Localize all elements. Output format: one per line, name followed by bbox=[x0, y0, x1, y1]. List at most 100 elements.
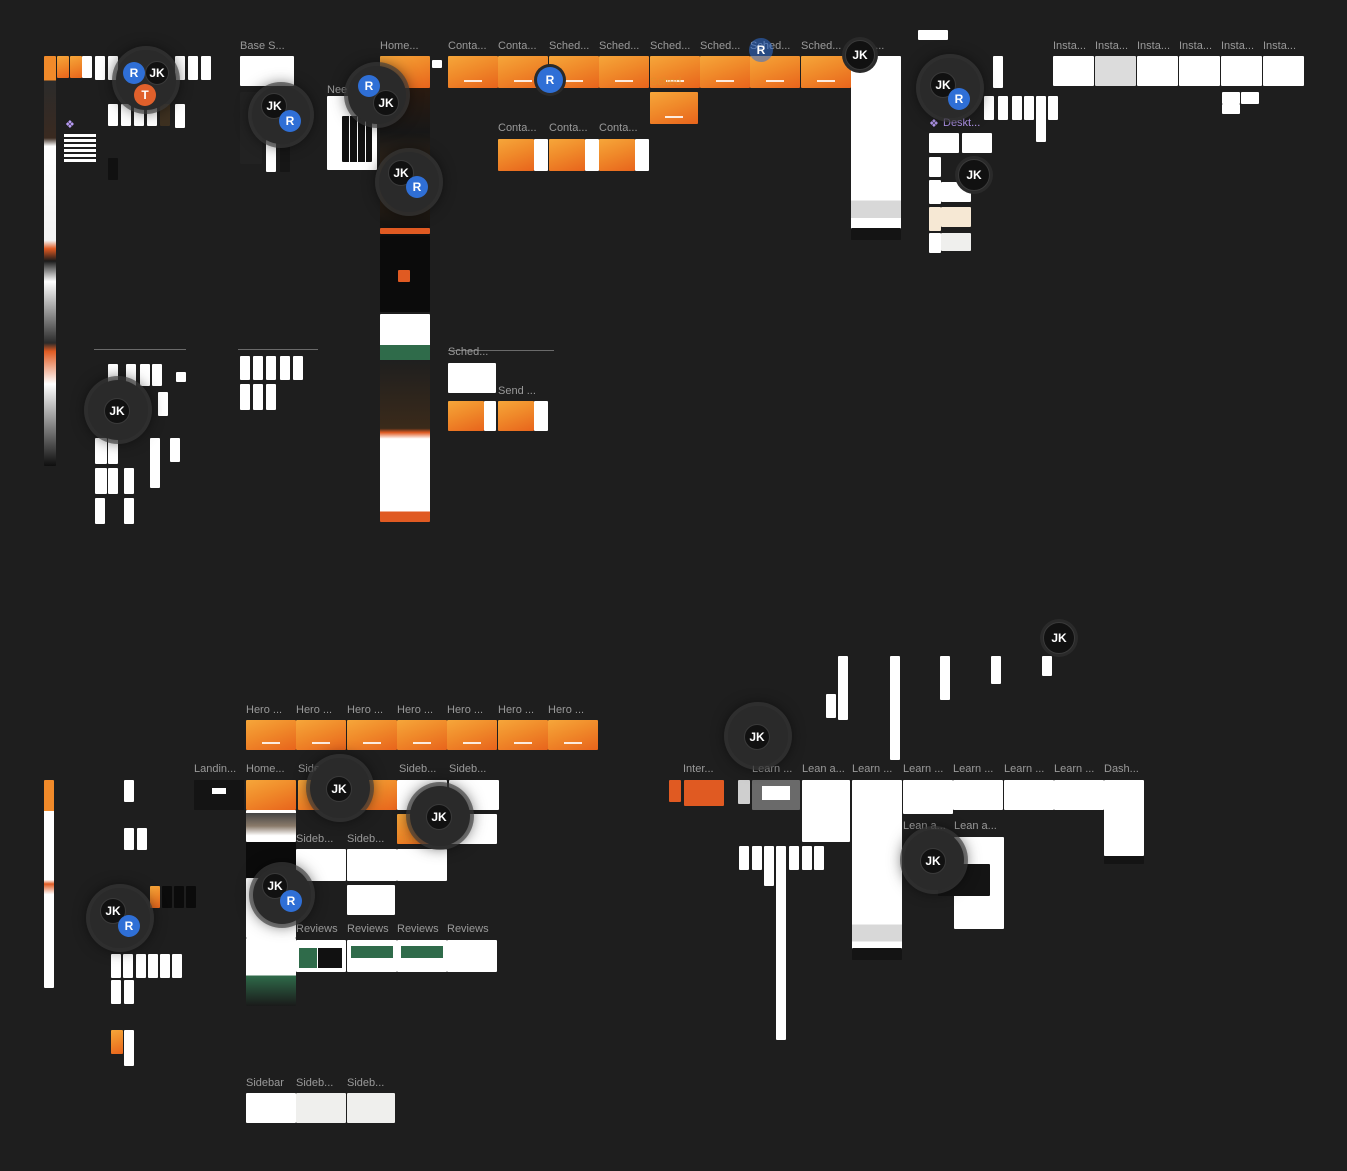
frame-mobile[interactable] bbox=[162, 886, 172, 908]
frame-label[interactable]: Conta... bbox=[448, 40, 487, 52]
frame-label[interactable]: Lean a... bbox=[802, 763, 845, 775]
frame-mobile[interactable] bbox=[95, 468, 107, 494]
frame-label[interactable]: Sched... bbox=[448, 346, 489, 358]
frame-mobile[interactable] bbox=[124, 498, 134, 524]
frame-base-style[interactable] bbox=[240, 56, 294, 86]
frame-mobile[interactable] bbox=[266, 384, 276, 410]
frame-mobile[interactable] bbox=[240, 384, 250, 410]
frame-mobile-strip[interactable] bbox=[44, 780, 54, 988]
frame-desktop[interactable] bbox=[941, 233, 971, 251]
frame-label[interactable]: Base S... bbox=[240, 40, 285, 52]
frame-label[interactable]: Sched... bbox=[549, 40, 590, 52]
frame-mobile[interactable] bbox=[160, 954, 170, 978]
frame-learn[interactable] bbox=[1054, 780, 1104, 810]
frame-label[interactable]: Inter... bbox=[683, 763, 714, 775]
frame-label[interactable]: Home... bbox=[380, 40, 419, 52]
frame-label[interactable]: Conta... bbox=[599, 122, 638, 134]
frame-thumb[interactable] bbox=[134, 104, 144, 126]
frame-mobile[interactable] bbox=[137, 828, 147, 850]
frame-home-body[interactable] bbox=[246, 810, 296, 842]
frame-label[interactable]: Reviews bbox=[296, 923, 338, 935]
frame-learn[interactable] bbox=[802, 780, 850, 842]
frame-thumb[interactable] bbox=[175, 56, 185, 80]
frame-mobile[interactable] bbox=[991, 656, 1001, 684]
frame-mobile[interactable] bbox=[124, 980, 134, 1004]
frame-hero[interactable] bbox=[447, 720, 497, 750]
frame-home-body[interactable] bbox=[246, 938, 296, 1006]
frame-desktop[interactable] bbox=[929, 233, 941, 253]
frame-label[interactable]: Learn ... bbox=[852, 763, 893, 775]
frame-label[interactable]: Sched... bbox=[650, 40, 691, 52]
frame-thumb[interactable] bbox=[108, 158, 118, 180]
frame-learn-page[interactable] bbox=[852, 780, 902, 950]
frame-reviews[interactable] bbox=[347, 940, 397, 972]
frame-instagram[interactable] bbox=[1053, 56, 1094, 86]
frame-learn[interactable] bbox=[738, 780, 750, 804]
frame-sidebar[interactable] bbox=[397, 849, 447, 881]
frame-contact[interactable] bbox=[549, 139, 585, 171]
frame-label[interactable]: Conta... bbox=[549, 122, 588, 134]
frame-footer[interactable] bbox=[851, 228, 901, 240]
frame-home-strip[interactable] bbox=[380, 228, 430, 234]
frame-contact[interactable] bbox=[534, 139, 548, 171]
frame-thumb[interactable] bbox=[1036, 96, 1046, 142]
frame-label[interactable]: Insta... bbox=[1221, 40, 1255, 52]
frame-schedule[interactable] bbox=[801, 56, 851, 88]
frame-label[interactable]: Sideb... bbox=[399, 763, 437, 775]
frame-thumb[interactable] bbox=[1012, 96, 1022, 120]
frame-thumb[interactable] bbox=[188, 56, 198, 80]
frame-label[interactable]: Learn ... bbox=[903, 763, 944, 775]
frame-mobile[interactable] bbox=[940, 656, 950, 700]
frame-learn[interactable] bbox=[1004, 780, 1054, 810]
frame-mobile[interactable] bbox=[150, 438, 160, 488]
frame-label[interactable]: Insta... bbox=[1263, 40, 1297, 52]
frame-thumb[interactable] bbox=[1024, 96, 1034, 120]
frame-label[interactable]: Dash... bbox=[1104, 763, 1139, 775]
frame-label[interactable]: Learn ... bbox=[1004, 763, 1045, 775]
frame-thumb[interactable] bbox=[175, 104, 185, 128]
frame-thumb[interactable] bbox=[57, 56, 69, 78]
frame-label[interactable]: Conta... bbox=[498, 122, 537, 134]
frame-learn-page[interactable] bbox=[851, 56, 901, 232]
frame-label[interactable]: Sideb... bbox=[347, 1077, 385, 1089]
frame-schedule-large[interactable] bbox=[650, 92, 698, 124]
frame-thumb[interactable] bbox=[95, 56, 105, 80]
frame-footer[interactable] bbox=[1104, 856, 1144, 864]
frame-home-badge[interactable] bbox=[398, 270, 410, 282]
frame-mobile[interactable] bbox=[253, 384, 263, 410]
frame-label[interactable]: Sched... bbox=[599, 40, 640, 52]
frame-footer[interactable] bbox=[852, 948, 902, 960]
frame-thumb[interactable] bbox=[82, 56, 92, 78]
frame-label[interactable]: Side bbox=[397, 833, 420, 845]
frame-mobile[interactable] bbox=[764, 846, 774, 886]
frame-mobile[interactable] bbox=[802, 846, 812, 870]
frame-mobile[interactable] bbox=[148, 954, 158, 978]
frame-schedule[interactable] bbox=[599, 56, 649, 88]
frame-thumb[interactable] bbox=[121, 104, 131, 126]
frame-desktop[interactable] bbox=[929, 207, 941, 231]
frame-label[interactable]: Hero ... bbox=[296, 704, 333, 716]
frame-mobile[interactable] bbox=[152, 364, 162, 386]
frame-thumb[interactable] bbox=[1222, 104, 1240, 114]
frame-mobile[interactable] bbox=[126, 364, 136, 386]
frame-contact[interactable] bbox=[585, 139, 599, 171]
frame-hero[interactable] bbox=[347, 720, 397, 750]
frame-mobile[interactable] bbox=[124, 468, 134, 494]
frame-thumb[interactable] bbox=[160, 104, 170, 126]
frame-mobile[interactable] bbox=[95, 498, 105, 524]
frame-mobile[interactable] bbox=[253, 356, 263, 380]
frame-reviews[interactable] bbox=[447, 940, 497, 972]
frame-mobile[interactable] bbox=[186, 886, 196, 908]
frame-small-icon[interactable] bbox=[432, 60, 442, 68]
frame-mobile[interactable] bbox=[108, 438, 118, 464]
frame-label[interactable]: Conta... bbox=[498, 40, 537, 52]
frame-thumb[interactable] bbox=[70, 56, 82, 78]
frame-sidebar[interactable] bbox=[246, 1093, 296, 1123]
frame-sidebar[interactable] bbox=[296, 1093, 346, 1123]
frame-thumb[interactable] bbox=[280, 140, 290, 172]
frame-thumb[interactable] bbox=[108, 56, 118, 80]
frame-desktop[interactable] bbox=[929, 180, 941, 204]
frame-label[interactable]: Reviews bbox=[397, 923, 439, 935]
frame-label[interactable]: Sideb... bbox=[347, 833, 385, 845]
frame-contact[interactable] bbox=[498, 139, 534, 171]
